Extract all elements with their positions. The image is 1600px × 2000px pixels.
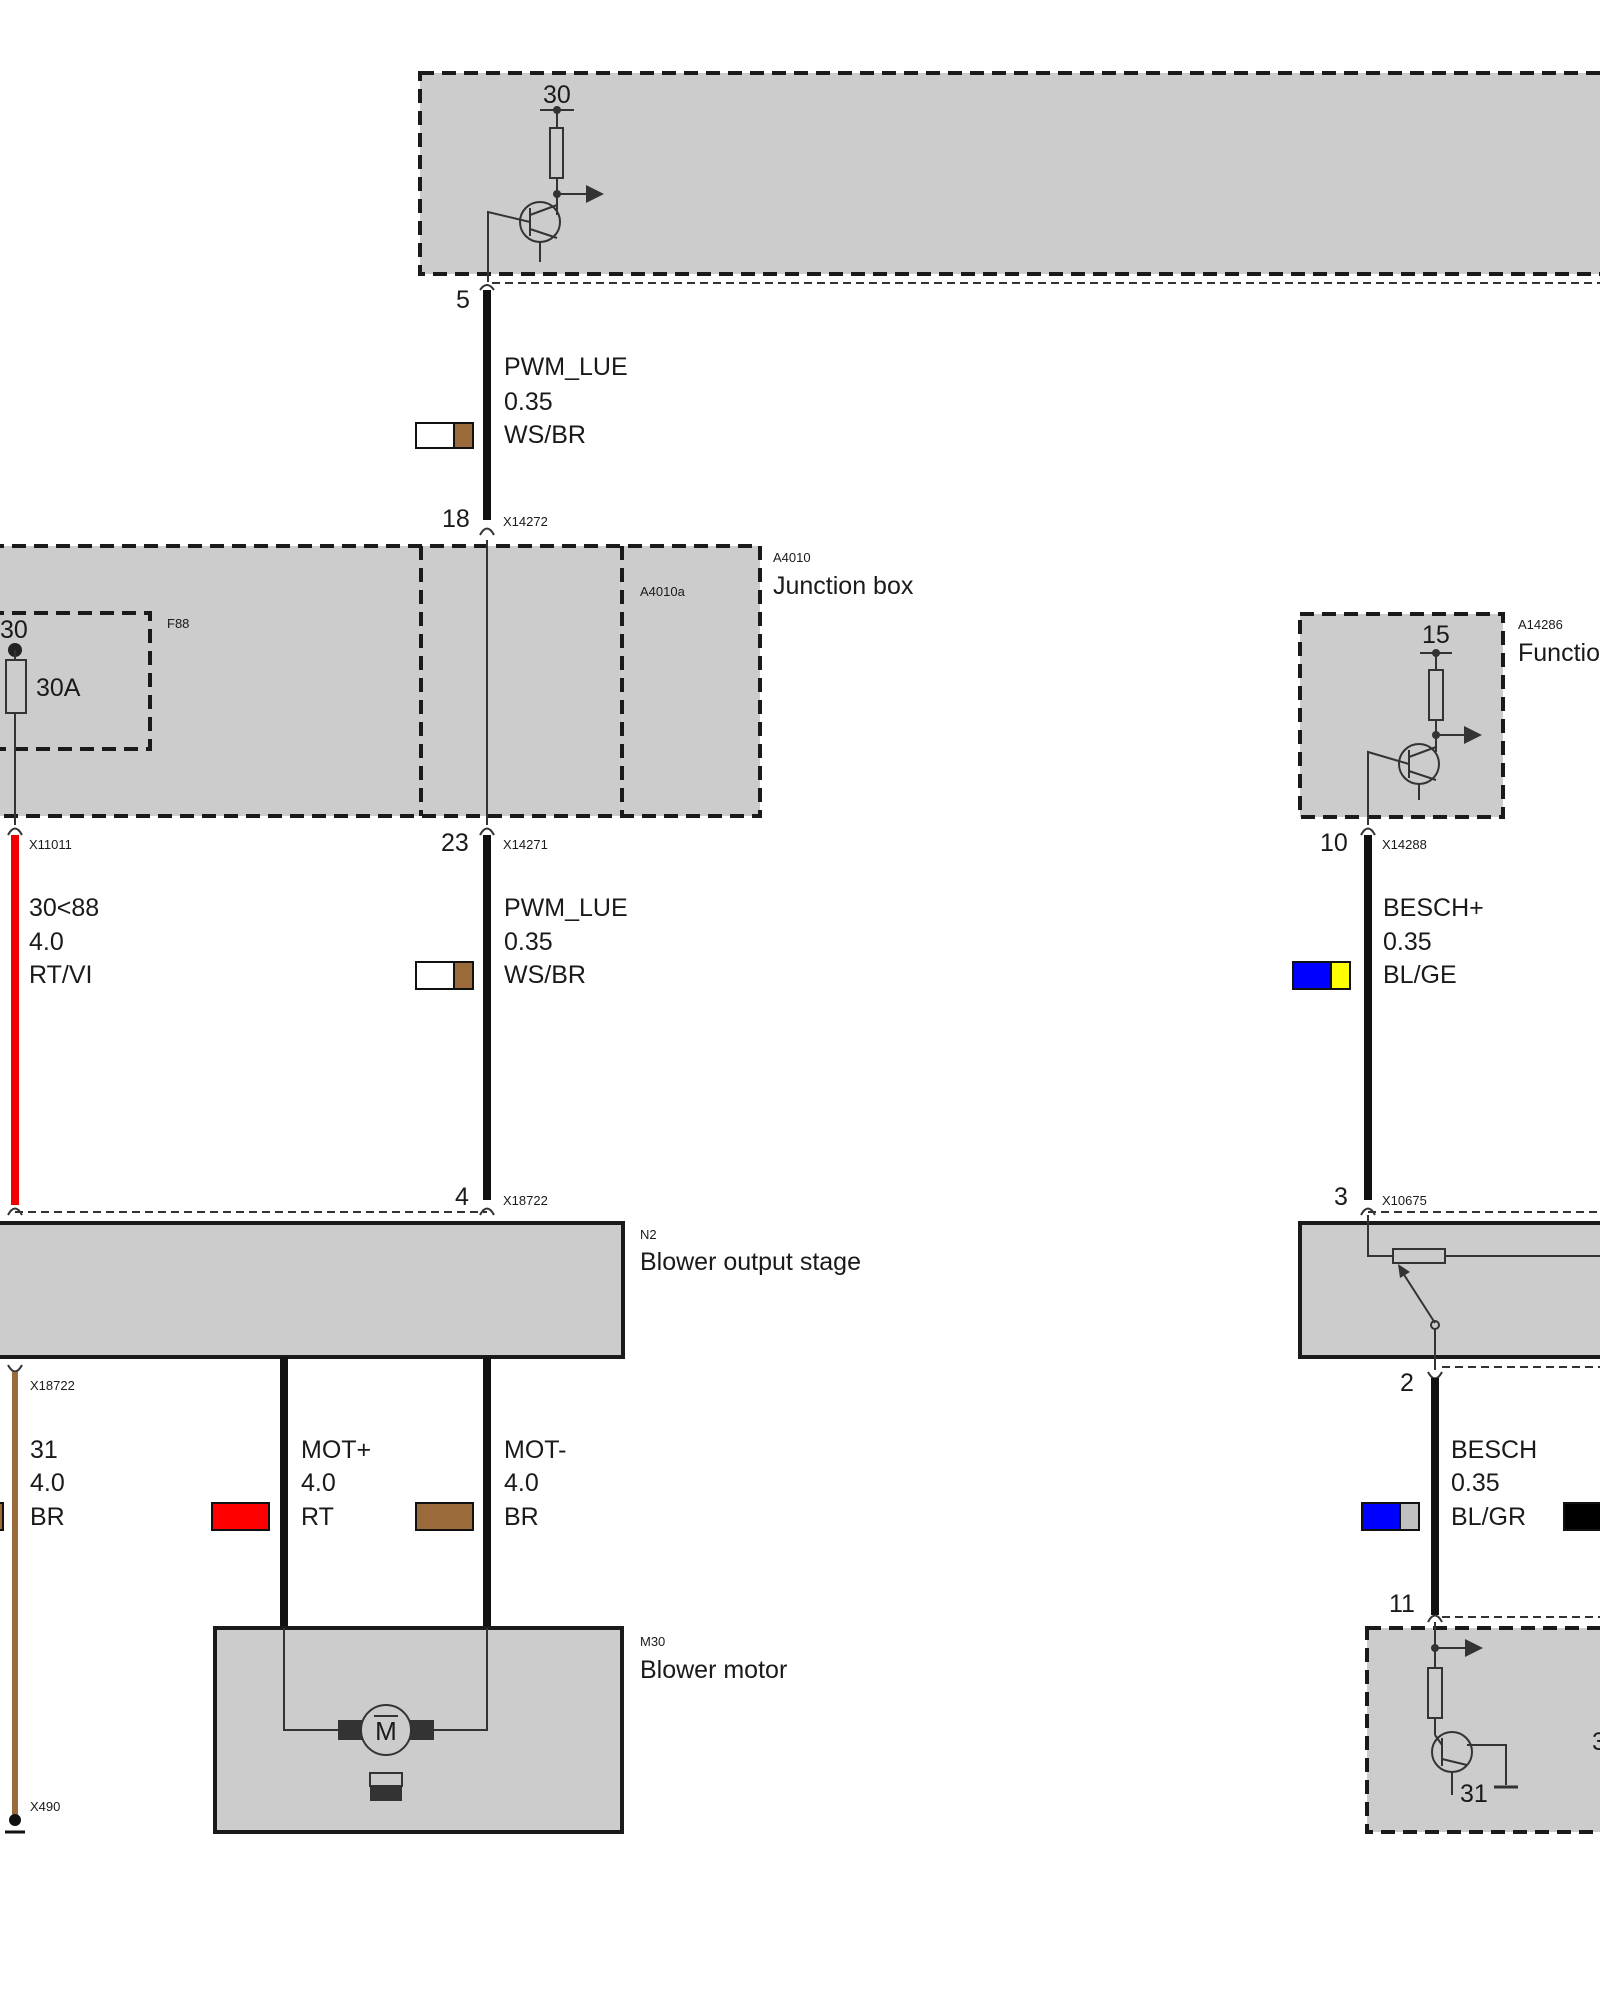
- potentiometer-icon: [1367, 1215, 1600, 1370]
- top-transistor-icon: [487, 106, 604, 282]
- wire-pwm-mid-size: 0.35: [504, 928, 553, 956]
- wire-ground-color: BR: [30, 1503, 65, 1531]
- stage-power-connector-icon: [7, 1207, 23, 1216]
- pin-2-connector-icon: [1427, 1371, 1443, 1380]
- fuse-rating: 30A: [36, 674, 81, 702]
- wire-mot-minus-signal: MOT-: [504, 1436, 567, 1464]
- blower-motor-name: Blower motor: [640, 1656, 787, 1684]
- fuse-terminal: 30: [0, 616, 28, 644]
- pin-5-label: 5: [456, 286, 470, 314]
- pin-23-connector-icon: [479, 827, 495, 836]
- ground-point-icon: [9, 1814, 21, 1826]
- conn-x18722-in-label: X18722: [503, 1193, 548, 1208]
- function-unit-name: Functio: [1518, 639, 1600, 667]
- wire-pwm-top-color: WS/BR: [504, 421, 586, 449]
- conn-x18722-out-icon: [7, 1364, 23, 1373]
- bottom-transistor-icon: [1427, 1622, 1518, 1795]
- wire-mot-minus-color: BR: [504, 1503, 539, 1531]
- pin-10-connector-icon: [1360, 827, 1376, 836]
- pin-2-label: 2: [1400, 1369, 1414, 1397]
- wire-besch-plus-size: 0.35: [1383, 928, 1432, 956]
- pin-18-label: 18: [442, 505, 470, 533]
- motor-icon: [283, 1628, 488, 1801]
- conn-x11011-label: X11011: [29, 837, 72, 852]
- wire-mot-plus-size: 4.0: [301, 1469, 336, 1497]
- motor-symbol: M: [375, 1716, 397, 1746]
- pin-10-label: 10: [1320, 829, 1348, 857]
- bottom-terminal-31: 31: [1460, 1780, 1488, 1808]
- bottom-right-unit: [1365, 1626, 1600, 1834]
- function-unit-terminal: 15: [1422, 621, 1450, 649]
- wire-pwm-top-signal: PWM_LUE: [504, 353, 628, 381]
- br-swatch-ground: [0, 1502, 4, 1531]
- pin-4-connector-icon: [479, 1207, 495, 1216]
- wire-mot-plus-signal: MOT+: [301, 1436, 371, 1464]
- wire-pwm-top-size: 0.35: [504, 388, 553, 416]
- wire-pwm-mid-signal: PWM_LUE: [504, 894, 628, 922]
- bl-ge-swatch: [1292, 961, 1351, 990]
- function-transistor-icon: [1367, 649, 1482, 825]
- fuse-icon: [5, 643, 27, 825]
- wire-ground-signal: 31: [30, 1436, 58, 1464]
- pin-4-label: 4: [455, 1183, 469, 1211]
- conn-x14288-label: X14288: [1382, 837, 1427, 852]
- wire-besch-plus-signal: BESCH+: [1383, 894, 1484, 922]
- junction-box-name: Junction box: [773, 572, 914, 600]
- wire-mot-minus-size: 4.0: [504, 1469, 539, 1497]
- wire-ground-size: 4.0: [30, 1469, 65, 1497]
- right-output-stage: [1298, 1221, 1600, 1359]
- conn-x14271-label: X14271: [503, 837, 548, 852]
- wire-pwm-mid-color: WS/BR: [504, 961, 586, 989]
- rt-swatch: [211, 1502, 270, 1531]
- wire-power-size: 4.0: [29, 928, 64, 956]
- blower-stage-name: Blower output stage: [640, 1248, 861, 1276]
- ground-conn-label: X490: [30, 1799, 60, 1814]
- function-unit-box: [1298, 612, 1505, 819]
- pin-5-connector-icon: [479, 284, 495, 291]
- top-terminal-label: 30: [543, 81, 571, 109]
- br-swatch-motor: [415, 1502, 474, 1531]
- bl-gr-swatch: [1361, 1502, 1420, 1531]
- conn-x14272-label: X14272: [503, 514, 548, 529]
- wire-besch-size: 0.35: [1451, 1469, 1500, 1497]
- pin-3-connector-icon: [1360, 1207, 1376, 1216]
- junction-box: [0, 544, 762, 818]
- black-swatch: [1563, 1502, 1600, 1531]
- conn-x18722-out-label: X18722: [30, 1378, 75, 1393]
- function-unit-id: A14286: [1518, 617, 1563, 632]
- pin-23-label: 23: [441, 829, 469, 857]
- wire-mot-plus-color: RT: [301, 1503, 334, 1531]
- wire-besch-plus-color: BL/GE: [1383, 961, 1457, 989]
- wire-power-color: RT/VI: [29, 961, 92, 989]
- ws-br-swatch-top: [415, 422, 474, 449]
- blower-motor-id: M30: [640, 1634, 665, 1649]
- wire-power-signal: 30<88: [29, 894, 99, 922]
- conn-x10675-label: X10675: [1382, 1193, 1427, 1208]
- junction-box-id: A4010: [773, 550, 811, 565]
- ws-br-swatch-mid: [415, 961, 474, 990]
- fuse-id: F88: [167, 616, 189, 631]
- wire-besch-color: BL/GR: [1451, 1503, 1526, 1531]
- pin-3-label: 3: [1334, 1183, 1348, 1211]
- pin-11-label: 11: [1389, 1590, 1415, 1618]
- pin-18-connector-icon: [479, 527, 495, 536]
- wire-besch-signal: BESCH: [1451, 1436, 1537, 1464]
- pin-11-connector-icon: [1427, 1614, 1443, 1623]
- blower-output-stage: [0, 1221, 625, 1359]
- bottom-edge-text: 3: [1592, 1728, 1600, 1756]
- top-control-unit: [418, 71, 1600, 276]
- junction-sub-id: A4010a: [640, 584, 686, 599]
- conn-x11011-icon: [7, 827, 23, 836]
- blower-stage-id: N2: [640, 1227, 657, 1242]
